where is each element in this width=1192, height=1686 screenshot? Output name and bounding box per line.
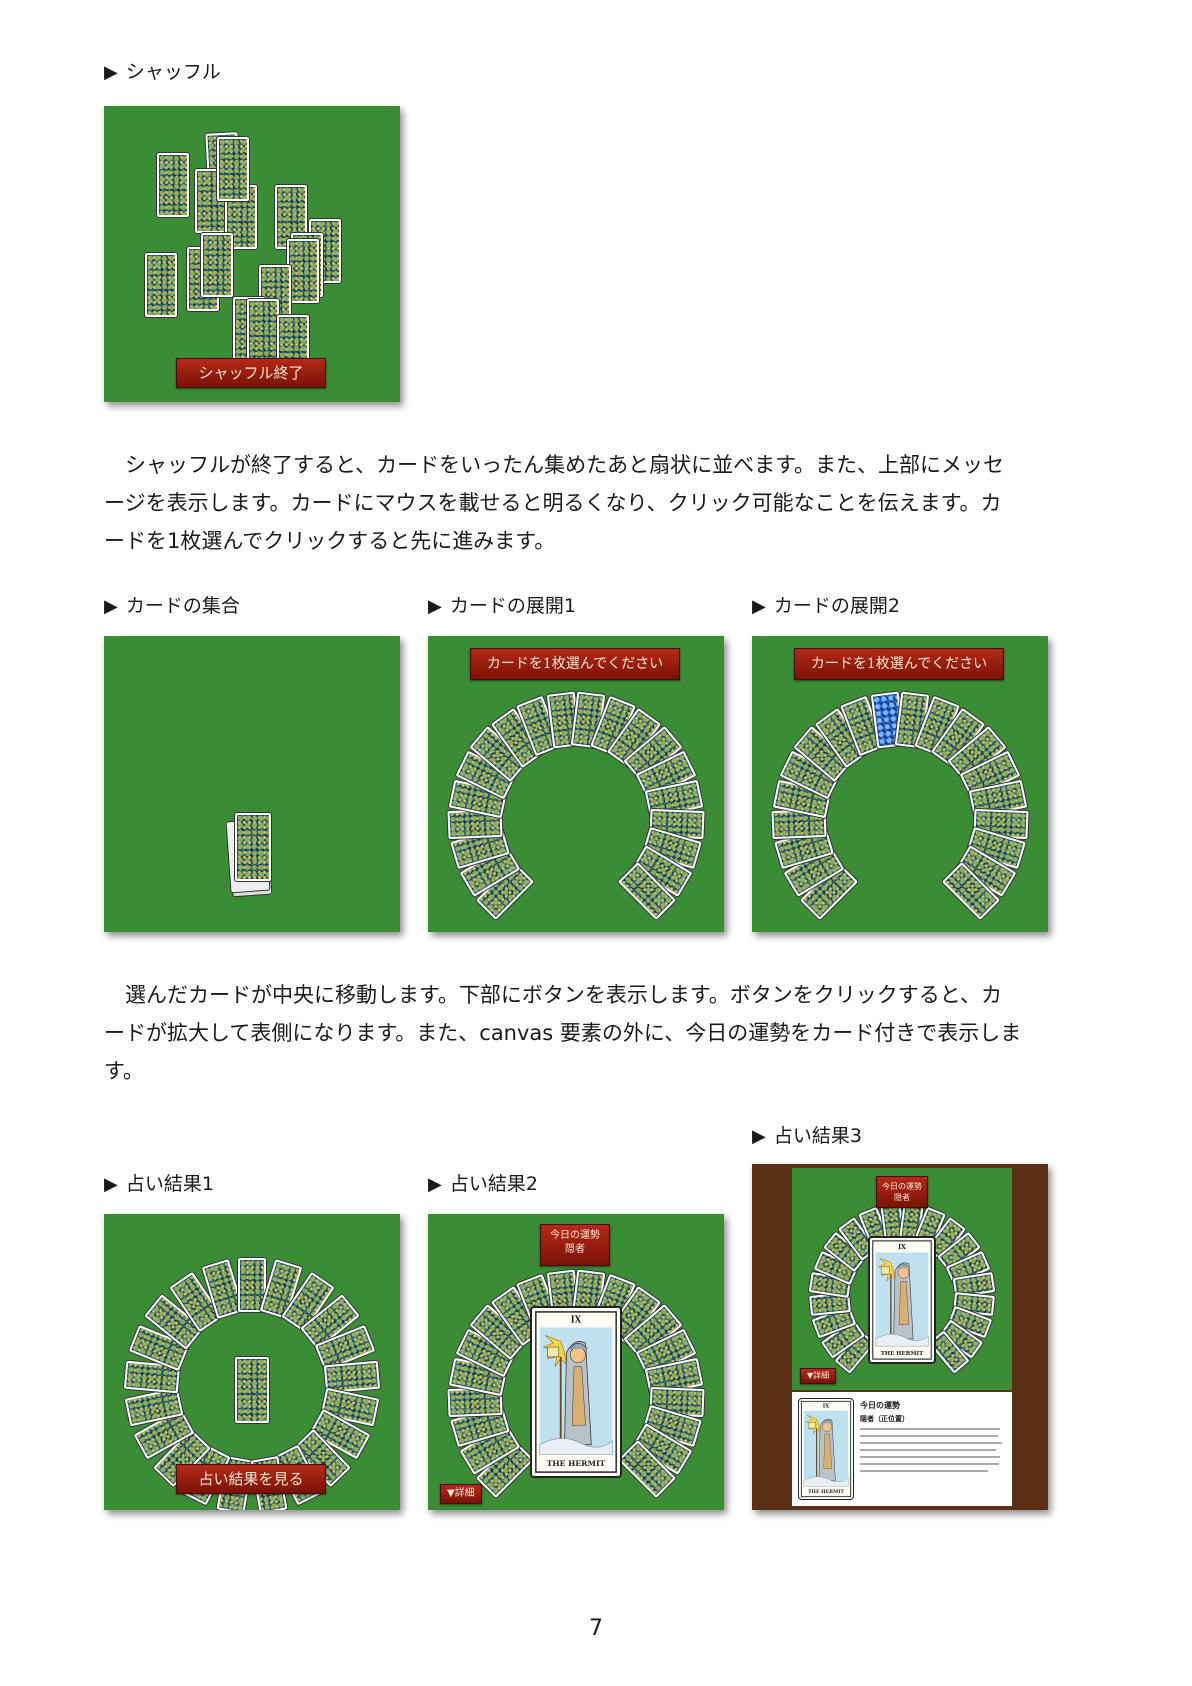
svg-text:IX: IX	[571, 1316, 582, 1326]
gather-canvas[interactable]	[104, 636, 400, 932]
hermit-card-medium: IX THE HERMIT	[868, 1236, 936, 1364]
page-number: 7	[589, 1616, 603, 1641]
fortune-label: 今日の運勢 隠者	[540, 1224, 610, 1266]
detail-text-lines	[860, 1426, 1004, 1484]
triangle-right-icon: ▶	[752, 1126, 766, 1147]
svg-text:THE HERMIT: THE HERMIT	[808, 1489, 844, 1495]
spread2-canvas[interactable]: カードを1枚選んでください	[752, 636, 1048, 932]
shuffle-end-button[interactable]: シャッフル終了	[176, 358, 326, 388]
result3-page: 今日の運勢 隠者 IX THE HERMIT ▼詳細 IX THE HERMIT 今…	[752, 1164, 1048, 1510]
hermit-card-small: IX THE HERMIT	[798, 1398, 854, 1500]
paragraph-2: 選んだカードが中央に移動します。下部にボタンを表示します。ボタンをクリックすると…	[104, 983, 1022, 1083]
hermit-card-large: IX THE HERMIT	[530, 1306, 622, 1478]
card-deck	[234, 812, 272, 882]
selected-card	[234, 1356, 270, 1424]
card-back	[286, 238, 320, 304]
result3-canvas[interactable]: 今日の運勢 隠者 IX THE HERMIT ▼詳細	[792, 1168, 1012, 1390]
caption-spread1: ▶カードの展開1	[428, 595, 576, 617]
caption-result3: ▶占い結果3	[752, 1125, 862, 1147]
hermit-illustration: IX THE HERMIT	[800, 1400, 852, 1498]
caption-result1: ▶占い結果1	[104, 1173, 214, 1195]
svg-text:IX: IX	[898, 1243, 906, 1251]
fortune-label: 今日の運勢 隠者	[876, 1176, 928, 1208]
text-placeholder-lines	[860, 1428, 1002, 1472]
hermit-illustration: IX THE HERMIT	[535, 1311, 617, 1473]
card-back	[216, 136, 250, 202]
hermit-illustration: IX THE HERMIT	[872, 1240, 932, 1360]
caption-gather: ▶カードの集合	[104, 595, 240, 617]
details-button[interactable]: ▼詳細	[800, 1368, 837, 1384]
result2-canvas[interactable]: 今日の運勢 隠者 IX THE HERMIT ▼詳細	[428, 1214, 724, 1510]
result1-canvas[interactable]: 占い結果を見る	[104, 1214, 400, 1510]
spread1-canvas[interactable]: カードを1枚選んでください	[428, 636, 724, 932]
detail-title: 今日の運勢	[860, 1401, 900, 1410]
svg-text:THE HERMIT: THE HERMIT	[547, 1459, 606, 1468]
caption-spread2: ▶カードの展開2	[752, 595, 900, 617]
paragraph-1: シャッフルが終了すると、カードをいったん集めたあと扇状に並べます。また、上部にメ…	[104, 453, 1005, 553]
svg-text:IX: IX	[823, 1404, 830, 1410]
triangle-right-icon: ▶	[104, 596, 118, 617]
select-card-message: カードを1枚選んでください	[794, 648, 1004, 680]
details-button[interactable]: ▼詳細	[440, 1484, 482, 1504]
caption-shuffle: ▶シャッフル	[104, 61, 221, 83]
card-back	[200, 232, 234, 298]
caption-result2: ▶占い結果2	[428, 1173, 538, 1195]
svg-text:THE HERMIT: THE HERMIT	[881, 1351, 924, 1357]
detail-box: IX THE HERMIT 今日の運勢 隠者（正位置）	[792, 1392, 1012, 1506]
triangle-right-icon: ▶	[752, 596, 766, 617]
detail-subtitle: 隠者（正位置）	[860, 1415, 909, 1423]
card-back	[144, 252, 178, 318]
triangle-right-icon: ▶	[104, 62, 118, 83]
card-back[interactable]	[237, 1257, 267, 1314]
select-card-message: カードを1枚選んでください	[470, 648, 680, 680]
card-back	[246, 298, 280, 364]
triangle-right-icon: ▶	[428, 1174, 442, 1195]
see-result-button[interactable]: 占い結果を見る	[176, 1464, 326, 1494]
shuffle-canvas[interactable]: シャッフル終了	[104, 106, 400, 402]
triangle-right-icon: ▶	[428, 596, 442, 617]
card-back	[156, 152, 190, 218]
triangle-right-icon: ▶	[104, 1174, 118, 1195]
